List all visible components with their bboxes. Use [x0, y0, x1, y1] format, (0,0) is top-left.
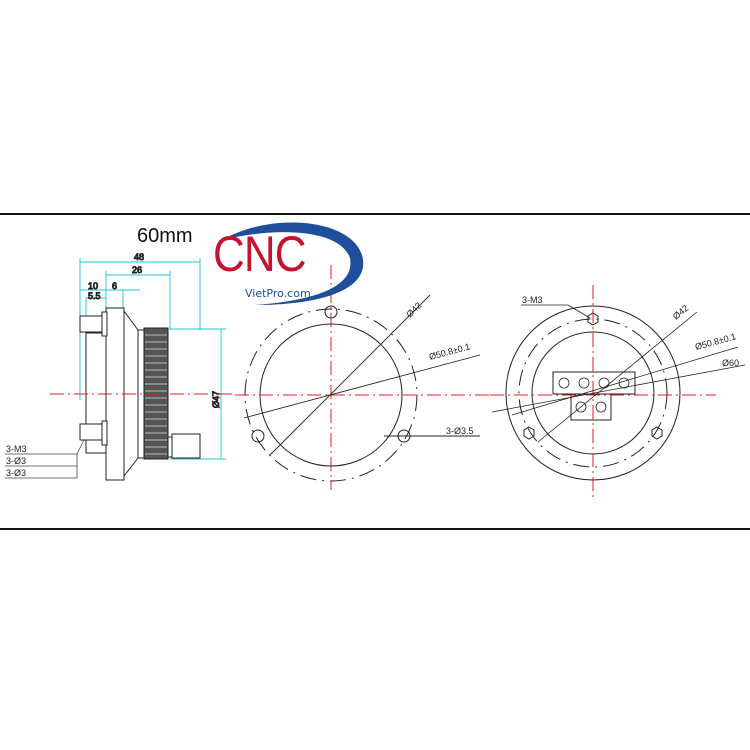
dim-26: 26 — [132, 265, 142, 275]
dim-5-5: 5.5 — [88, 291, 101, 301]
side-dim-labels: 48 26 10 6 5.5 Ø47 — [88, 252, 222, 409]
rear-callout-3-m3: 3-M3 — [522, 295, 543, 305]
rear-dim-42: Ø42 — [671, 303, 690, 322]
top-border-line — [0, 213, 750, 215]
cnc-vietpro-logo: CNC VietPro.com — [205, 218, 375, 310]
callout-3-d3-b: 3-Ø3 — [6, 468, 26, 478]
rear-dim-60: Ø60 — [722, 358, 739, 368]
dim-10: 10 — [88, 281, 98, 291]
front-dim-42: Ø42 — [404, 300, 423, 319]
logo-brand-text: CNC — [213, 226, 307, 282]
logo-site-text: VietPro.com — [245, 287, 311, 300]
callout-3-m3: 3-M3 — [6, 444, 27, 454]
front-dim-holes: 3-Ø3.5 — [446, 426, 474, 436]
bottom-border-line — [0, 528, 750, 530]
dim-47: Ø47 — [211, 391, 221, 408]
rear-view: 3-M3 Ø42 Ø50.8±0.1 Ø60 — [490, 285, 746, 500]
callout-3-d3-a: 3-Ø3 — [6, 456, 26, 466]
size-label: 60mm — [137, 225, 193, 247]
dim-48: 48 — [134, 252, 144, 262]
dim-6: 6 — [112, 281, 117, 291]
side-view: 48 26 10 6 5.5 Ø47 — [5, 252, 232, 481]
